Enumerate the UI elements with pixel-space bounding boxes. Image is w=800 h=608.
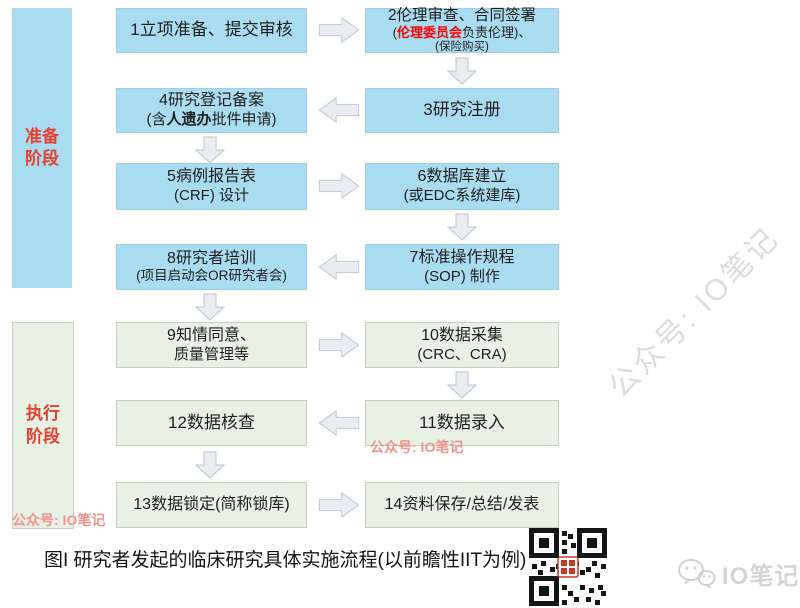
flow-box-13: 13数据锁定(简称锁库) (116, 482, 307, 528)
box-subtext: (项目启动会OR研究者会) (136, 268, 287, 284)
arrow-right-5-to-6-icon (318, 173, 360, 199)
flow-box-12: 12数据核查 (116, 400, 307, 446)
phase-label: 准备 (25, 126, 59, 146)
arrow-right-9-to-10-icon (318, 332, 360, 358)
qr-code (529, 528, 607, 606)
phase-bar-execution: 执行 阶段 (12, 322, 74, 529)
figure-caption: 图I 研究者发起的临床研究具体实施流程(以前瞻性IIT为例) (44, 550, 527, 571)
ethics-committee-highlight: 伦理委员会 (396, 25, 462, 41)
watermark-pink-left: 公众号: IO笔记 (12, 512, 106, 528)
box-subtext: (含人遗办批件申请) (146, 111, 276, 129)
text-segment: (含 (146, 111, 167, 129)
box-label: 12数据核查 (168, 412, 255, 432)
arrow-down-8-to-9-icon (195, 293, 225, 321)
flow-box-1: 1立项准备、提交审核 (116, 8, 307, 53)
phase-bar-preparation: 准备 阶段 (12, 8, 72, 288)
box-label: 3研究注册 (423, 100, 501, 120)
flow-box-4: 4研究登记备案 (含人遗办批件申请) (116, 88, 307, 133)
box-label: 14资料保存/总结/发表 (384, 495, 540, 513)
box-label: 6数据库建立 (417, 168, 507, 186)
arrow-left-3-to-4-icon (318, 97, 360, 123)
box-subtext: (CRF) 设计 (174, 187, 249, 205)
box-subtext: (CRC、CRA) (417, 345, 507, 363)
box-subtext: 质量管理等 (173, 345, 249, 363)
text-segment: 负责伦理)、 (462, 25, 532, 41)
box-subtext: (保险购买) (435, 40, 489, 53)
flow-box-2: 2伦理审查、合同签署 (伦理委员会负责伦理)、 (保险购买) (365, 6, 559, 53)
box-subtext: (伦理委员会负责伦理)、 (393, 25, 532, 40)
flow-box-6: 6数据库建立 (或EDC系统建库) (365, 163, 559, 210)
arrow-down-12-to-13-icon (195, 451, 225, 479)
box-label: 4研究登记备案 (159, 92, 264, 110)
arrow-left-11-to-12-icon (318, 410, 360, 436)
arrow-left-7-to-8-icon (318, 254, 360, 280)
box-label: 1立项准备、提交审核 (130, 20, 293, 40)
box-subtext: (SOP) 制作 (424, 267, 500, 285)
text-segment: ( (392, 25, 397, 41)
box-label: 7标准操作规程 (409, 248, 515, 266)
hgrac-highlight: 人遗办 (166, 111, 212, 129)
flow-box-3: 3研究注册 (365, 88, 559, 133)
box-label: 11数据录入 (419, 412, 505, 432)
box-label: 2伦理审查、合同签署 (387, 6, 537, 24)
box-subtext: (或EDC系统建库) (403, 187, 521, 205)
box-label: 5病例报告表 (167, 168, 256, 186)
arrow-down-4-to-5-icon (195, 136, 225, 164)
flow-box-10: 10数据采集 (CRC、CRA) (365, 322, 559, 368)
arrow-right-1-to-2-icon (318, 17, 360, 43)
phase-label: 阶段 (26, 426, 60, 446)
flow-box-14: 14资料保存/总结/发表 (365, 482, 559, 528)
arrow-down-2-to-3-icon (447, 57, 477, 85)
flow-box-9: 9知情同意、 质量管理等 (116, 322, 307, 368)
arrow-right-13-to-14-icon (318, 492, 360, 518)
flow-box-11: 11数据录入 (365, 400, 559, 446)
flow-box-5: 5病例报告表 (CRF) 设计 (116, 163, 307, 210)
watermark-pink-mid: 公众号: IO笔记 (370, 439, 464, 455)
logo-text: IO笔记 (722, 563, 800, 590)
io-biji-logo: IO笔记 (678, 556, 799, 591)
wechat-bubbles-icon (678, 558, 716, 589)
flow-box-8: 8研究者培训 (项目启动会OR研究者会) (116, 244, 307, 290)
box-label: 13数据锁定(简称锁库) (133, 495, 290, 513)
phase-label: 阶段 (25, 149, 59, 168)
flow-box-7: 7标准操作规程 (SOP) 制作 (365, 244, 559, 290)
phase-label: 执行 (26, 404, 60, 424)
box-label: 9知情同意、 (167, 326, 256, 344)
box-label: 8研究者培训 (167, 249, 256, 267)
text-segment: 批件申请) (211, 111, 277, 129)
arrow-down-6-to-7-icon (447, 213, 477, 241)
qr-seal (557, 556, 579, 578)
watermark-diagonal: 公众号: IO笔记 (602, 221, 786, 405)
box-label: 10数据采集 (421, 326, 503, 344)
arrow-down-10-to-11-icon (447, 371, 477, 399)
